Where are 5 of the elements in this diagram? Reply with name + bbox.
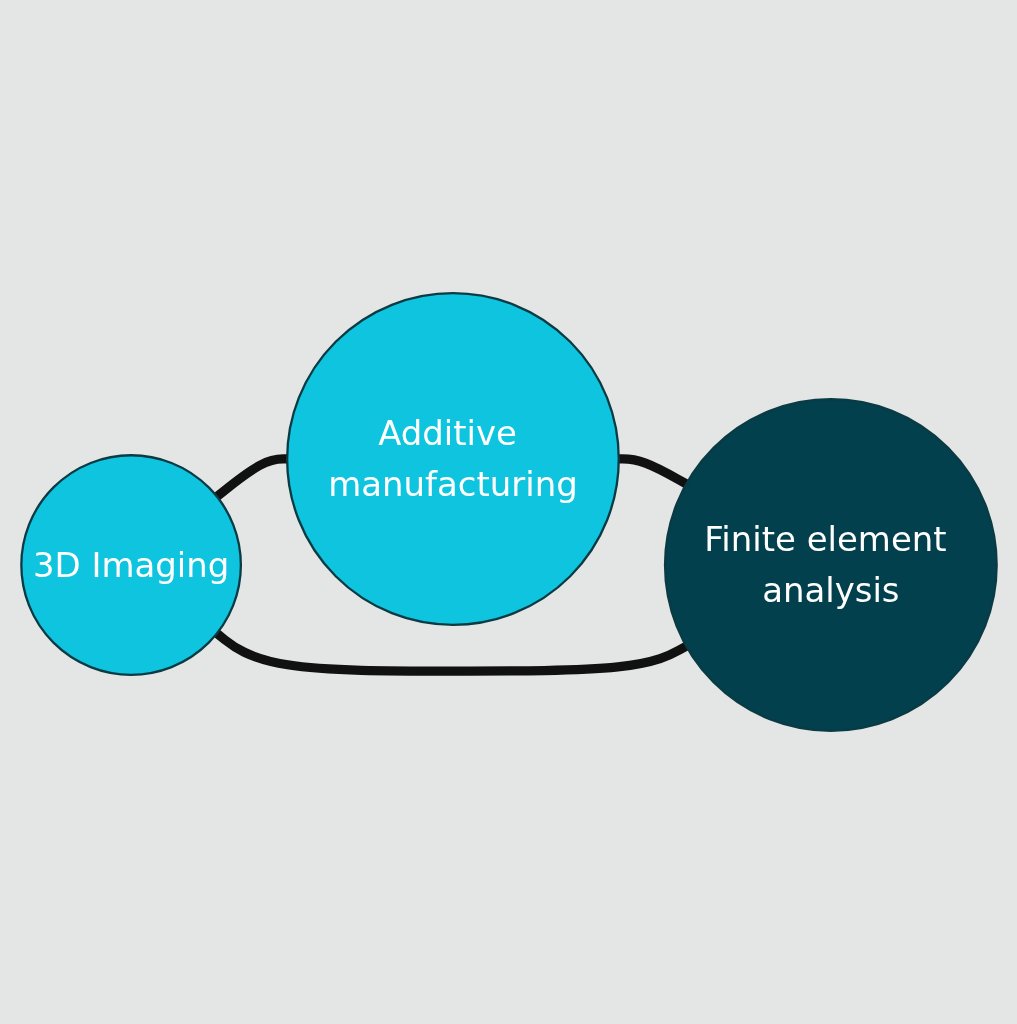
node-circle: Additive manufacturing (285, 292, 620, 626)
node-circle: 3D Imaging (19, 454, 242, 676)
node-circle: Finite element analysis (663, 398, 998, 732)
connector (213, 629, 688, 676)
connector (213, 454, 288, 501)
